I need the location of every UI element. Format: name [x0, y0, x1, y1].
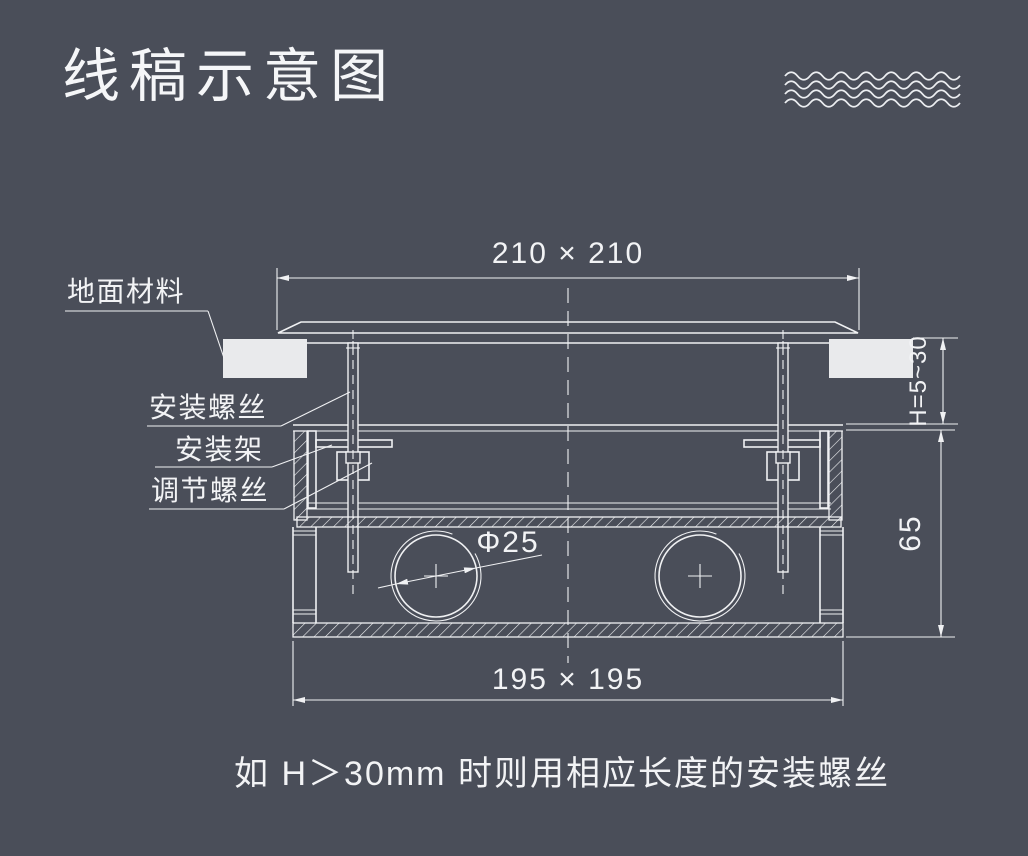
dimension-top-opening-label: 210 × 210 [492, 237, 644, 270]
page-title: 线稿示意图 [62, 44, 398, 109]
dimension-floor-thickness: H=5~30 [846, 335, 958, 427]
dimension-knockout-diameter-label: Φ25 [476, 526, 539, 559]
frame-wall-left [293, 430, 308, 521]
knockout-hole-right [654, 530, 746, 622]
junction-box [292, 516, 844, 638]
box-bottom-plate [292, 622, 844, 638]
bracket-leg-right [819, 430, 829, 509]
dimension-bottom-box-label: 195 × 195 [492, 663, 644, 696]
frame-wall-right [828, 430, 843, 521]
mounting-frame [293, 424, 843, 521]
mounting-screw-right [775, 330, 791, 595]
floor-material-label: 地面材料 [67, 276, 185, 307]
dimension-box-depth: 65 [846, 429, 955, 638]
floor-material-block-left [223, 339, 307, 378]
wave-lines-icon [784, 71, 961, 108]
cover-plate [277, 321, 859, 344]
mounting-screw-left [345, 330, 361, 595]
dimension-top-opening: 210 × 210 [276, 237, 860, 330]
caption-note: 如 H＞30mm 时则用相应长度的安装螺丝 [234, 755, 890, 793]
box-top-flange [296, 516, 842, 528]
dimension-floor-thickness-label: H=5~30 [905, 335, 932, 426]
mounting-bracket-label: 安装架 [175, 434, 264, 465]
callout-adjusting-screw: 调节螺丝 [149, 462, 373, 510]
callout-floor-material: 地面材料 [65, 276, 225, 359]
adjusting-screw-label: 调节螺丝 [151, 475, 269, 506]
callout-mounting-bracket: 安装架 [155, 434, 333, 468]
floor-material-block-right [829, 339, 913, 378]
dimension-knockout-diameter: Φ25 [377, 526, 543, 589]
bracket-leg-left [307, 430, 317, 509]
mounting-screw-label: 安装螺丝 [149, 392, 267, 423]
callout-mounting-screw: 安装螺丝 [147, 391, 351, 427]
dimension-bottom-box: 195 × 195 [292, 641, 844, 706]
dimension-box-depth-label: 65 [894, 514, 927, 551]
